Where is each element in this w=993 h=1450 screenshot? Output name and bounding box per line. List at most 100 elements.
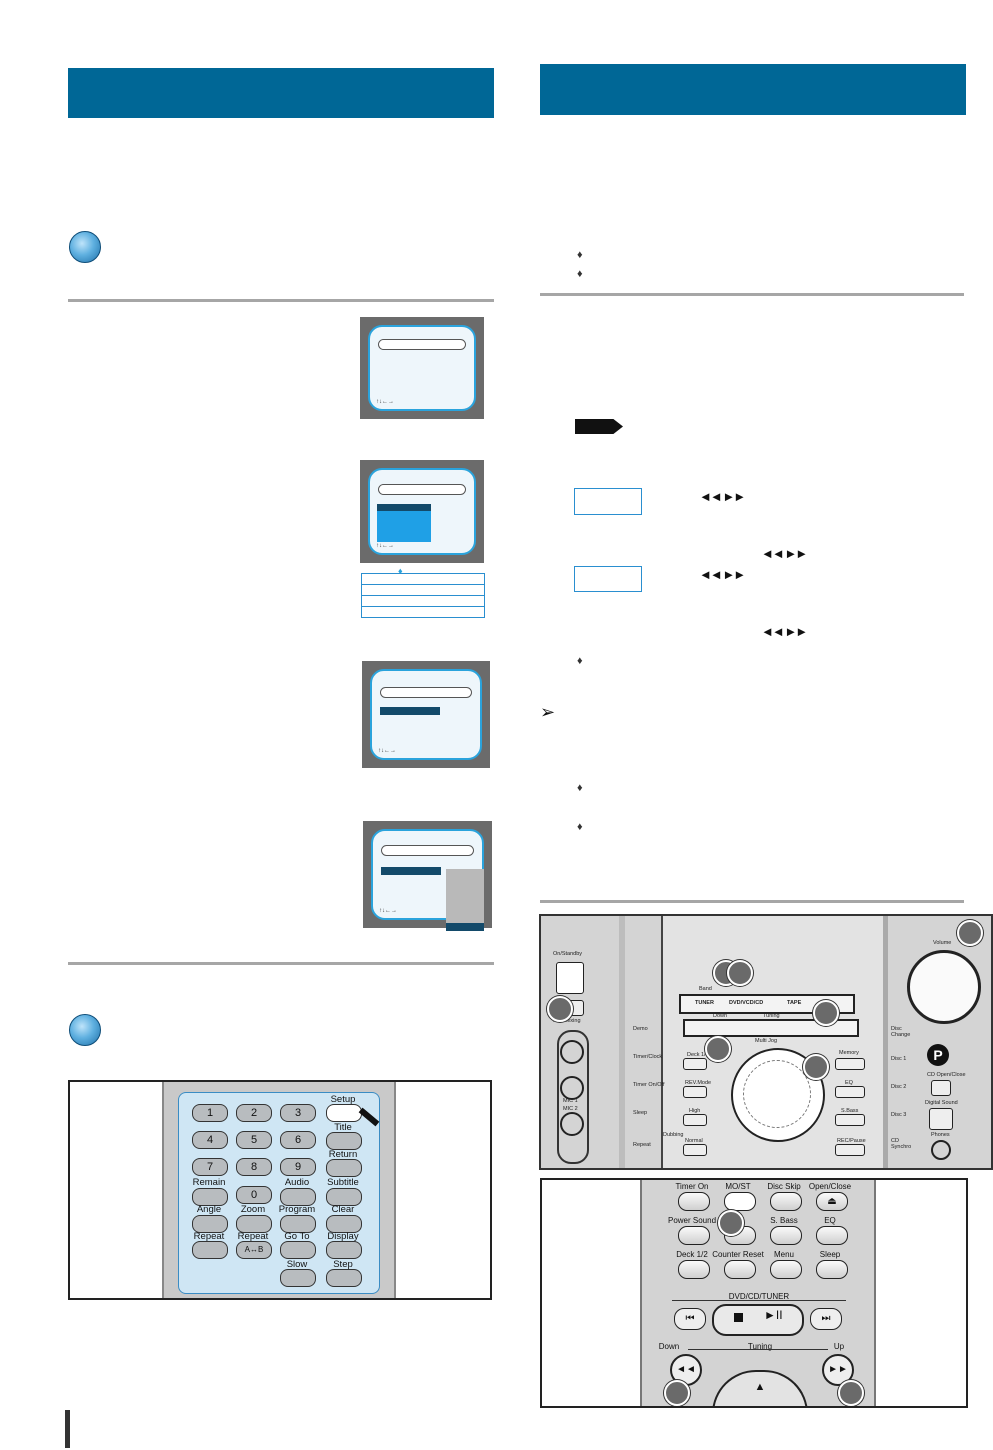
audio-button[interactable]	[280, 1188, 316, 1206]
disc-skip-button[interactable]	[770, 1192, 802, 1211]
next-track-button[interactable]: ⏭	[810, 1308, 842, 1330]
mic-mixing-knob[interactable]	[557, 1030, 589, 1164]
label-dubbing: Dubbing	[663, 1132, 684, 1138]
label-mic-mixing: MIC Mixing	[553, 1018, 581, 1024]
label-eq: EQ	[845, 1080, 853, 1086]
high-button[interactable]	[683, 1114, 707, 1126]
volume-knob[interactable]	[907, 950, 981, 1024]
label-mic2: MIC 2	[563, 1106, 578, 1112]
remote-setup-figure: 1 2 3 4 5 6 7 8 9 0 A↔B Setup Title Retu…	[68, 1080, 492, 1300]
remain-button[interactable]	[192, 1188, 228, 1206]
key-7[interactable]: 7	[192, 1158, 228, 1176]
label-title: Title	[334, 1122, 352, 1133]
setup-screen-2: ↑↓←→	[360, 460, 484, 563]
zoom-button[interactable]	[236, 1215, 272, 1233]
subtitle-button[interactable]	[326, 1188, 362, 1206]
label-tuning: Tuning	[747, 1342, 773, 1351]
stop-icon	[734, 1313, 743, 1322]
label-sleep: Sleep	[633, 1110, 648, 1116]
rewind-forward-icon: ◄◄ ►►	[761, 624, 808, 639]
label-program: Program	[278, 1204, 316, 1215]
goto-button[interactable]	[280, 1241, 316, 1259]
label-timer-clock: Timer/Clock	[633, 1054, 663, 1060]
stop-play-button[interactable]	[712, 1304, 804, 1336]
phones-jack[interactable]	[931, 1140, 951, 1160]
key-4[interactable]: 4	[192, 1131, 228, 1149]
tuner-button[interactable]: TUNER	[695, 1000, 714, 1006]
key-2[interactable]: 2	[236, 1104, 272, 1122]
key-5[interactable]: 5	[236, 1131, 272, 1149]
clear-button[interactable]	[326, 1215, 362, 1233]
menu-button[interactable]	[770, 1260, 802, 1279]
prev-track-button[interactable]: ⏮	[674, 1308, 706, 1330]
eq-button[interactable]	[835, 1086, 865, 1098]
eq-button[interactable]	[816, 1226, 848, 1245]
setup-screen-1: ↑↓←→	[360, 317, 484, 419]
open-close-button[interactable]: ⏏	[816, 1192, 848, 1211]
digital-sound-button[interactable]	[929, 1108, 953, 1130]
sbass-button[interactable]	[835, 1114, 865, 1126]
key-8[interactable]: 8	[236, 1158, 272, 1176]
rec-pause-button[interactable]	[835, 1144, 865, 1156]
key-3[interactable]: 3	[280, 1104, 316, 1122]
label-slow: Slow	[286, 1259, 308, 1270]
memory-button[interactable]	[835, 1058, 865, 1070]
s-bass-button[interactable]	[770, 1226, 802, 1245]
divider	[68, 299, 494, 302]
callout-marker	[727, 960, 753, 986]
callout-marker	[664, 1380, 690, 1406]
repeat-button[interactable]	[192, 1241, 228, 1259]
bullet-diamond: ♦	[577, 782, 583, 794]
counter-reset-button[interactable]	[724, 1260, 756, 1279]
key-6[interactable]: 6	[280, 1131, 316, 1149]
key-9[interactable]: 9	[280, 1158, 316, 1176]
angle-button[interactable]	[192, 1215, 228, 1233]
label-mo-st: MO/ST	[725, 1182, 751, 1191]
setup-screen-4: ↑↓←→	[363, 821, 492, 931]
label-rev-mode: REV.Mode	[685, 1080, 712, 1086]
step-button[interactable]	[326, 1269, 362, 1287]
key-ab[interactable]: A↔B	[236, 1241, 272, 1259]
power-sound-button[interactable]	[678, 1226, 710, 1245]
return-button[interactable]	[326, 1159, 362, 1177]
band-box-1	[574, 488, 642, 515]
bullet-diamond: ♦	[577, 249, 583, 261]
label-cd-synchro: CD Synchro	[891, 1138, 912, 1150]
dvd-vcd-cd-button[interactable]: DVD/VCD/CD	[729, 1000, 764, 1006]
section-bullet-icon	[69, 1014, 101, 1046]
deck-12-button[interactable]	[678, 1260, 710, 1279]
divider	[540, 900, 964, 903]
sleep-button[interactable]	[816, 1260, 848, 1279]
rev-mode-button[interactable]	[683, 1086, 707, 1098]
label-repeat-ab: Repeat	[237, 1231, 269, 1242]
label-sleep: Sleep	[819, 1250, 841, 1259]
remote-tuner-figure: Timer On MO/ST Disc Skip Open/Close ⏏ Po…	[540, 1178, 968, 1408]
slow-button[interactable]	[280, 1269, 316, 1287]
label-disc-skip: Disc Skip	[767, 1182, 801, 1191]
title-button[interactable]	[326, 1132, 362, 1150]
p-logo-icon: P	[927, 1044, 949, 1066]
power-button[interactable]	[556, 962, 584, 994]
divider	[68, 962, 494, 965]
label-down: Down	[658, 1342, 680, 1351]
timer-on-button[interactable]	[678, 1192, 710, 1211]
program-button[interactable]	[280, 1215, 316, 1233]
rewind-forward-icon: ◄◄ ►►	[699, 489, 746, 504]
display-button[interactable]	[326, 1241, 362, 1259]
callout-marker	[705, 1036, 731, 1062]
cd-open-close-button[interactable]	[931, 1080, 951, 1096]
key-0[interactable]: 0	[236, 1186, 272, 1204]
note-arrow-icon: ➢	[540, 702, 556, 722]
tape-button[interactable]: TAPE	[787, 1000, 802, 1006]
label-step: Step	[333, 1259, 353, 1270]
label-volume: Volume	[933, 940, 952, 946]
setup-button[interactable]	[326, 1104, 362, 1122]
band-box-2	[574, 566, 642, 592]
deck-button[interactable]	[683, 1058, 707, 1070]
key-1[interactable]: 1	[192, 1104, 228, 1122]
normal-button[interactable]	[683, 1144, 707, 1156]
label-timer-onoff: Timer On/Off	[633, 1082, 665, 1088]
label-goto: Go To	[284, 1231, 310, 1242]
mo-st-button[interactable]	[724, 1192, 756, 1211]
label-disc-change: Disc Change	[891, 1026, 911, 1038]
